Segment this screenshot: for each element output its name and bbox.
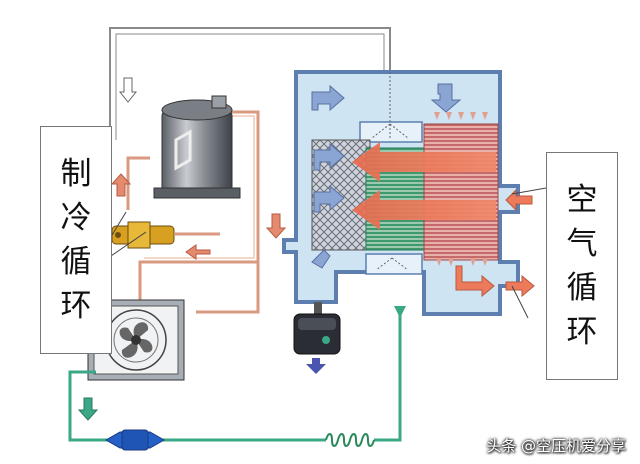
spray-lines	[371, 72, 409, 271]
expansion-valve-icon	[111, 221, 175, 249]
discharge-line	[126, 110, 260, 314]
discharge-line-light	[144, 115, 255, 259]
suction-line	[109, 27, 391, 140]
air-inlet-arrow-icon	[505, 188, 533, 212]
label-char: 制	[60, 156, 92, 192]
capillary-coil-icon	[325, 433, 375, 447]
compressor-icon	[153, 95, 241, 199]
hot-air-arrows	[352, 142, 496, 230]
air-turn-arrow-icon	[455, 265, 495, 298]
air-outlet-arrow-icon	[505, 274, 535, 298]
cold-air-arrows	[311, 83, 462, 269]
liquid-line	[68, 312, 402, 442]
flow-arrow-down-icon-2	[265, 213, 287, 239]
drain-trap-icon	[293, 302, 341, 355]
drain-arrow-icon	[306, 358, 326, 374]
label-char: 气	[566, 226, 598, 262]
nozzle-icon	[394, 306, 406, 318]
refrigeration-cycle-label: 制 冷 循 环	[40, 126, 112, 354]
label-char: 冷	[60, 200, 92, 236]
flow-arrow-up-icon	[110, 173, 132, 197]
flow-arrow-down-green-icon	[77, 397, 99, 421]
filter-drier-icon	[104, 429, 166, 451]
air-cycle-label: 空 气 循 环	[546, 152, 618, 380]
label-char: 循	[566, 270, 598, 306]
watermark: 头条 @空压机爱分享	[486, 437, 626, 455]
precooler-fins	[423, 123, 499, 261]
label-char: 循	[60, 244, 92, 280]
small-flow-arrows	[434, 112, 488, 266]
label-char: 空	[566, 182, 598, 218]
flow-arrow-left-icon	[185, 244, 211, 260]
label-char: 环	[60, 288, 92, 324]
label-char: 环	[566, 314, 598, 350]
flow-arrow-down-icon	[118, 77, 138, 103]
